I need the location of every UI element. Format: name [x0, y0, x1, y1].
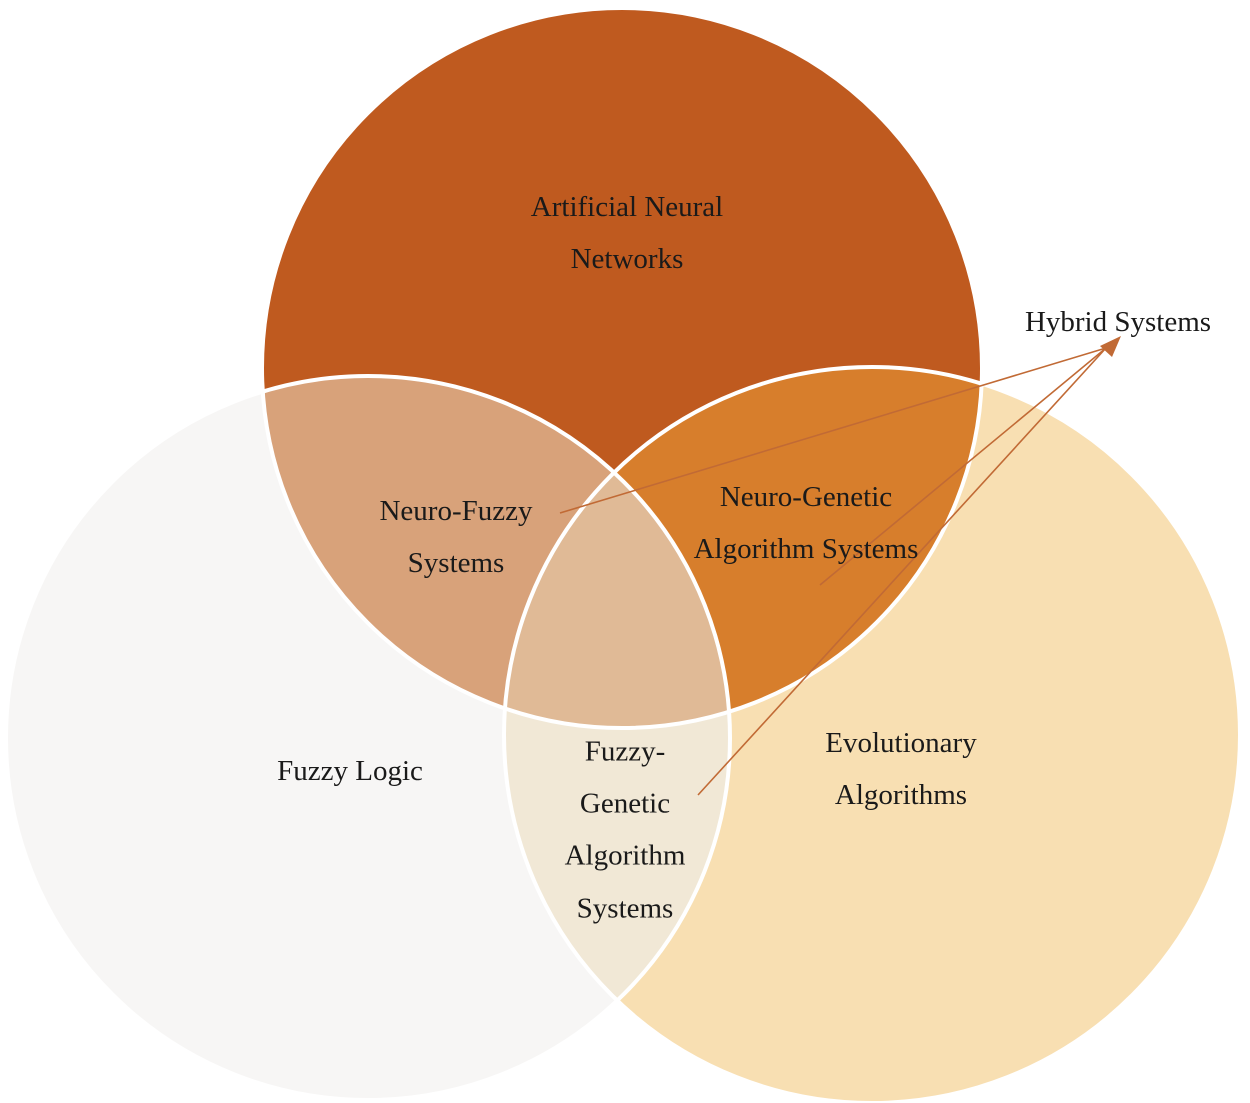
neuro-fuzzy-region — [262, 376, 730, 728]
hybrid-arrowhead-icon — [1100, 336, 1121, 357]
ann-label: Artificial Neural Networks — [531, 181, 723, 285]
neuro-fuzzy-label: Neuro-Fuzzy Systems — [379, 485, 532, 589]
fuzzy-genetic-label-line: Algorithm — [564, 840, 686, 872]
hybrid-systems-label-line: Hybrid Systems — [1024, 305, 1212, 338]
neuro-fuzzy-label-line: Systems — [407, 547, 505, 579]
fuzzy-logic-label: Fuzzy Logic — [277, 745, 423, 797]
fuzzy-logic-label-line: Fuzzy Logic — [277, 754, 423, 787]
evolutionary-circle-outline — [502, 365, 1242, 1103]
ann-label-line: Artificial Neural — [530, 190, 724, 223]
fuzzy-genetic-label-line: Genetic — [579, 787, 671, 820]
hybrid-arrow-line-fuzzy-genetic — [697, 347, 1107, 796]
hybrid-arrow-line-neuro-genetic — [819, 347, 1107, 586]
neuro-genetic-label: Neuro-Genetic Algorithm Systems — [694, 471, 919, 575]
ann-circle-outline — [260, 6, 984, 730]
fuzzy-logic-circle-outline — [4, 374, 732, 1102]
hybrid-arrow-line-neuro-fuzzy — [559, 347, 1107, 514]
fuzzy-genetic-label-line: Fuzzy- — [584, 735, 666, 768]
neuro-genetic-label-line: Neuro-Genetic — [719, 480, 893, 513]
evolutionary-label-line: Evolutionary — [825, 726, 977, 759]
ann-label-line: Networks — [570, 243, 684, 275]
evolutionary-label-line: Algorithms — [834, 779, 968, 811]
neuro-fuzzy-label-line: Neuro-Fuzzy — [379, 494, 533, 527]
fuzzy-genetic-label-line: Systems — [576, 892, 674, 925]
neuro-genetic-label-line: Algorithm Systems — [693, 533, 919, 565]
fuzzy-genetic-label: Fuzzy- Genetic Algorithm Systems — [565, 726, 686, 935]
hybrid-systems-label: Hybrid Systems — [1025, 296, 1211, 348]
evolutionary-label: Evolutionary Algorithms — [825, 717, 976, 821]
